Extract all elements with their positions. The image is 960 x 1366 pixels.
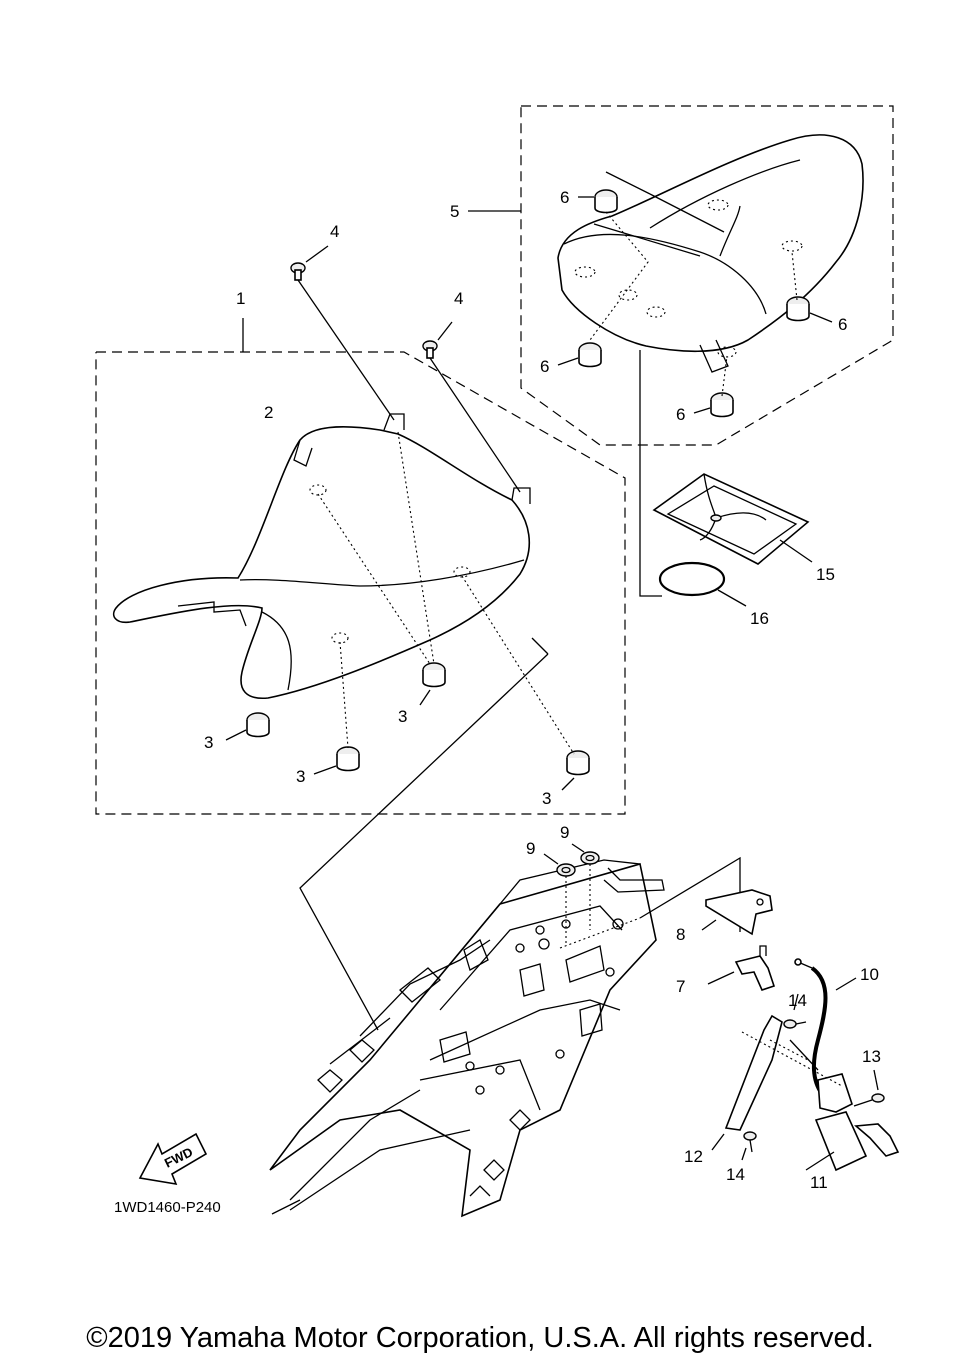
callout-3d: 3 <box>542 789 551 808</box>
callout-6b: 6 <box>838 315 847 334</box>
diagram-code: 1WD1460-P240 <box>114 1199 221 1216</box>
callout-4a: 4 <box>330 222 339 241</box>
callout-7: 7 <box>676 977 685 996</box>
callout-5: 5 <box>450 202 459 221</box>
rear-damper-top <box>594 189 618 214</box>
rubber-band <box>658 561 726 597</box>
callout-12: 12 <box>684 1147 703 1166</box>
bolt-14-upper <box>783 1019 807 1029</box>
callout-14a: 14 <box>788 991 807 1010</box>
callout-6d: 6 <box>676 405 685 424</box>
callout-6c: 6 <box>540 357 549 376</box>
callout-3a: 3 <box>204 733 213 752</box>
rear-seat-group-box <box>520 105 894 446</box>
screw <box>853 1093 885 1107</box>
seat-hook <box>734 945 776 991</box>
callout-3c: 3 <box>296 767 305 786</box>
callout-2: 2 <box>264 403 273 422</box>
nut-left <box>556 863 576 877</box>
front-damper-1 <box>422 662 446 688</box>
bolt-14-lower <box>743 1131 757 1153</box>
seat-rail-frame <box>269 859 665 1218</box>
rear-damper-bottom <box>710 392 734 418</box>
bolt-left <box>290 262 306 281</box>
bracket <box>705 889 773 936</box>
callout-16: 16 <box>750 609 769 628</box>
rear-damper-right <box>786 296 810 322</box>
rear-damper-left <box>578 342 602 368</box>
callout-1: 1 <box>236 289 245 308</box>
callout-10: 10 <box>860 965 879 984</box>
fwd-arrow-icon: FWD <box>138 1132 208 1186</box>
callout-11: 11 <box>810 1173 828 1192</box>
front-seat-group-box <box>95 351 626 815</box>
callout-13: 13 <box>862 1047 881 1066</box>
callout-14b: 14 <box>726 1165 745 1184</box>
seat-lock-cylinder <box>814 1073 900 1172</box>
nut-right <box>580 851 600 865</box>
callout-8: 8 <box>676 925 685 944</box>
copyright-notice: ©2019 Yamaha Motor Corporation, U.S.A. A… <box>86 1322 874 1354</box>
front-seat <box>112 413 531 699</box>
callout-4b: 4 <box>454 289 463 308</box>
callout-3b: 3 <box>398 707 407 726</box>
callout-6a: 6 <box>560 188 569 207</box>
callout-15: 15 <box>816 565 835 584</box>
callout-9a: 9 <box>526 839 535 858</box>
seat-lock-cable <box>794 958 828 1096</box>
bolt-right <box>422 340 438 359</box>
front-damper-3 <box>336 746 360 772</box>
seat-bag <box>652 473 810 565</box>
front-damper-2 <box>246 712 270 738</box>
seat-lock-lever <box>724 1014 783 1131</box>
front-damper-4 <box>566 750 590 776</box>
callout-9b: 9 <box>560 823 569 842</box>
rear-seat <box>557 134 864 373</box>
